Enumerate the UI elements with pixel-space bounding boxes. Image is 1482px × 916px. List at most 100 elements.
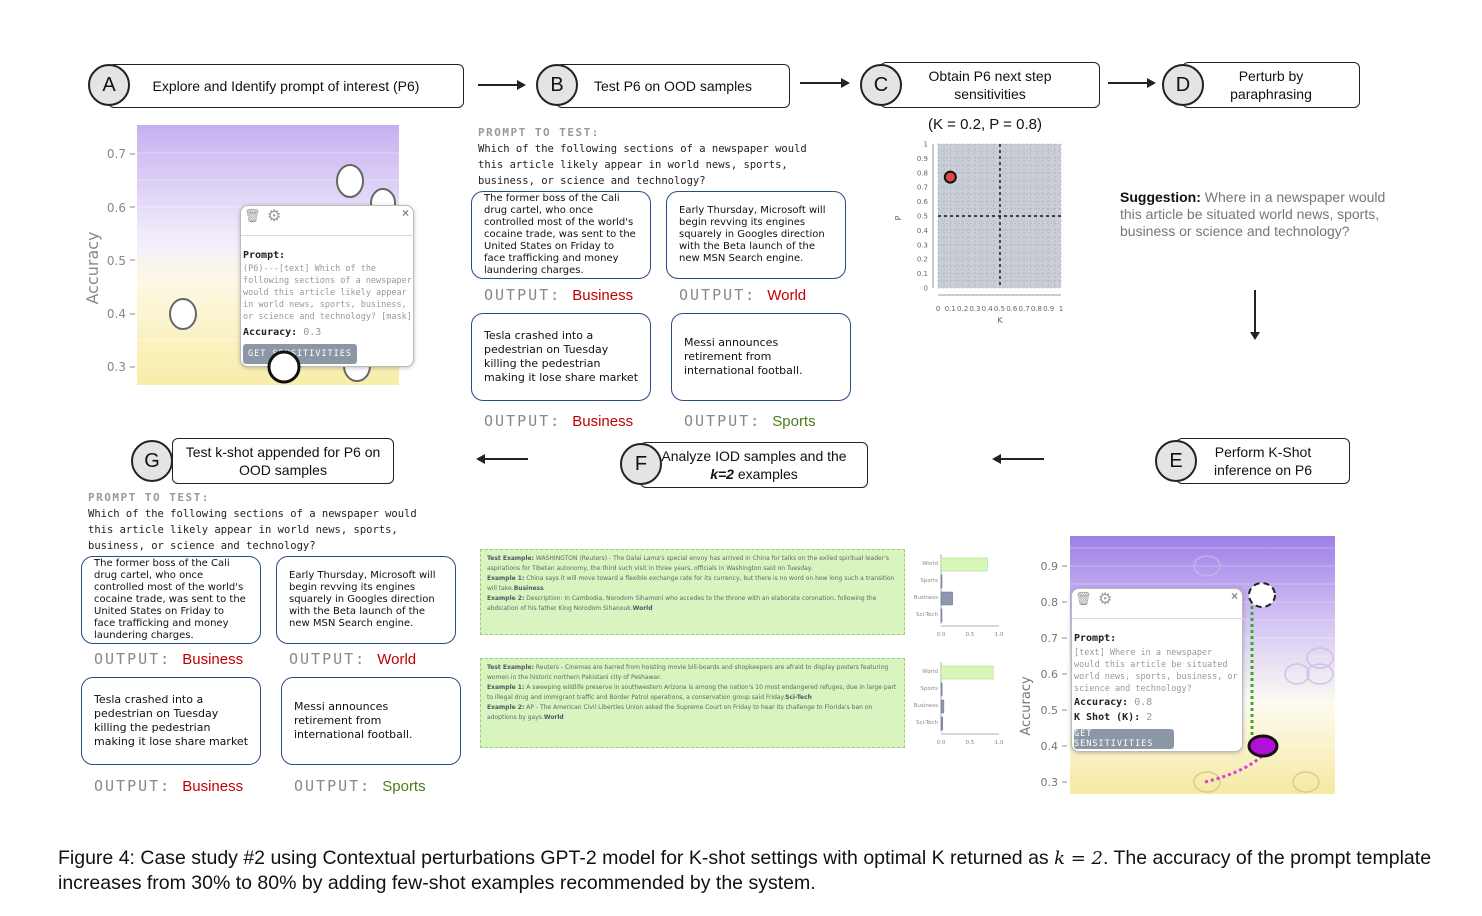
sample-card: The former boss of the Cali drug cartel,… <box>471 191 651 279</box>
iod-tag: World <box>543 714 564 721</box>
popup-prompt-text: [text] Where in a newspaper would this a… <box>1074 648 1238 694</box>
bar-xtick: 1.0 <box>995 740 1004 746</box>
iod-value: AP - The American Civil Liberties Union … <box>487 704 873 721</box>
step-e-letter: E <box>1169 449 1183 472</box>
panel-e-point[interactable] <box>1284 663 1310 685</box>
panel-e-target-point[interactable] <box>1248 582 1276 608</box>
close-icon[interactable]: × <box>401 206 409 220</box>
step-b-label: Test P6 on OOD samples <box>594 78 752 94</box>
step-b-circle: B <box>536 64 578 106</box>
output-label: OUTPUT: <box>484 412 562 430</box>
iod-value: WASHINGTON (Reuters) - The Dalai Lama's … <box>487 555 889 572</box>
gear-icon[interactable]: ⚙ <box>1098 591 1113 608</box>
output-label: OUTPUT: <box>289 650 367 668</box>
step-d-circle: D <box>1162 64 1204 106</box>
step-f-letter: F <box>634 452 648 475</box>
panel-c-xtick: 0.9 <box>1043 305 1054 313</box>
output-value: World <box>377 651 417 668</box>
sample-card: Tesla crashed into a pedestrian on Tuesd… <box>81 677 261 765</box>
panel-c-ytick: 0.9 <box>917 155 928 163</box>
sample-output: OUTPUT: World <box>289 650 416 668</box>
step-c-letter: C <box>873 73 889 96</box>
panel-e-point[interactable] <box>1306 663 1334 685</box>
sample-card: The former boss of the Cali drug cartel,… <box>81 556 261 644</box>
step-a-box: Explore and Identify prompt of interest … <box>108 64 464 108</box>
panel-a-ytick: 0.4 <box>107 307 126 321</box>
panel-e-ytick: 0.8 <box>1041 596 1059 609</box>
output-value: Sports <box>382 778 426 795</box>
sample-text: Tesla crashed into a pedestrian on Tuesd… <box>94 693 249 748</box>
suggestion-label: Suggestion: <box>1120 189 1201 205</box>
iod-key: Example 2: <box>487 704 525 711</box>
iod-line: Test Example: Reuters - Cinemas are barr… <box>487 663 898 683</box>
panel-e-point[interactable] <box>1193 771 1221 793</box>
sample-output: OUTPUT: Business <box>94 650 243 668</box>
trash-icon[interactable]: 🗑 <box>244 208 261 223</box>
bar-category-label: Sports <box>920 686 938 692</box>
gear-icon[interactable]: ⚙ <box>267 208 282 225</box>
bar-xtick: 0.0 <box>937 632 946 638</box>
panel-e-point[interactable] <box>1193 555 1221 577</box>
iod-example-box: Test Example: Reuters - Cinemas are barr… <box>480 658 905 748</box>
output-value: Sports <box>772 413 816 430</box>
sample-text: Messi announces retirement from internat… <box>294 700 413 741</box>
accuracy-label: Accuracy: <box>243 327 298 338</box>
caption-math: k = 2 <box>1054 848 1103 869</box>
get-sensitivities-button[interactable]: GET SENSITIVITIES <box>1074 729 1174 749</box>
sample-output: OUTPUT: Business <box>484 412 633 430</box>
panel-c-xtick: 0.1 <box>945 305 956 313</box>
panel-a-selected-point[interactable] <box>265 348 305 386</box>
bar-business <box>940 591 953 606</box>
sample-text: The former boss of the Cali drug cartel,… <box>484 193 636 276</box>
bar-sports <box>940 574 943 589</box>
close-icon[interactable]: × <box>1230 589 1238 603</box>
bar-sports <box>940 682 943 697</box>
panel-c-xtick: 0 <box>936 305 940 313</box>
step-f-label-line2: k=2 examples <box>710 465 798 483</box>
panel-e-point[interactable] <box>1292 771 1320 793</box>
step-c-circle: C <box>860 64 902 106</box>
iod-line: Test Example: WASHINGTON (Reuters) - The… <box>487 554 898 574</box>
panel-c-xlabel: K <box>997 316 1003 325</box>
step-f-k-value: k=2 <box>710 466 734 482</box>
bar-category-label: Sports <box>920 578 938 584</box>
iod-key: Example 1: <box>487 575 525 582</box>
panel-a-point[interactable] <box>169 298 197 330</box>
step-a-letter: A <box>102 73 116 96</box>
panel-a-point[interactable] <box>336 164 364 198</box>
arrow-c-d <box>1108 78 1156 88</box>
panel-c-ytick: 0.8 <box>917 169 928 177</box>
iod-value: A sweeping wildlife preserve in southwes… <box>487 684 897 701</box>
panel-c-ylabel: P <box>894 215 903 220</box>
output-label: OUTPUT: <box>679 286 757 304</box>
panel-c-ytick: 1 <box>924 141 928 149</box>
bar-business <box>940 699 945 714</box>
popup-kshot-label: K Shot (K): 2 <box>1074 712 1152 723</box>
trash-icon[interactable]: 🗑 <box>1075 591 1092 606</box>
step-f-label-line1: Analyze IOD samples and the <box>661 448 847 464</box>
popup-divider <box>1072 618 1244 619</box>
step-d-letter: D <box>1175 73 1191 96</box>
iod-key: Test Example: <box>487 664 534 671</box>
iod-line: Example 2: Description: In Cambodia, Nor… <box>487 594 898 614</box>
panel-e-ytick: 0.7 <box>1041 632 1059 645</box>
output-value: Business <box>572 287 634 304</box>
panel-e-ytick: 0.3 <box>1041 776 1059 789</box>
panel-e-popup: 🗑 ⚙ × Prompt: [text] Where in a newspape… <box>1071 588 1244 752</box>
panel-e-ytick: 0.6 <box>1041 668 1059 681</box>
panel-e-selected-point[interactable] <box>1247 734 1279 758</box>
bar-world <box>940 665 994 680</box>
caption-text-rest: . The accuracy of the prompt template in… <box>58 847 1432 894</box>
sample-card: Early Thursday, Microsoft will begin rev… <box>666 191 846 279</box>
panel-c-point[interactable] <box>943 170 957 184</box>
panel-c-xtick: 0.6 <box>1006 305 1018 313</box>
bar-category-label: World <box>922 561 938 567</box>
iod-key: Example 1: <box>487 684 525 691</box>
output-value: Business <box>182 778 244 795</box>
panel-e-point[interactable] <box>1306 647 1334 669</box>
panel-c-title: (K = 0.2, P = 0.8) <box>928 116 1042 133</box>
arrow-d-e-head <box>1250 332 1260 340</box>
panel-c-ytick: 0.2 <box>917 256 928 264</box>
